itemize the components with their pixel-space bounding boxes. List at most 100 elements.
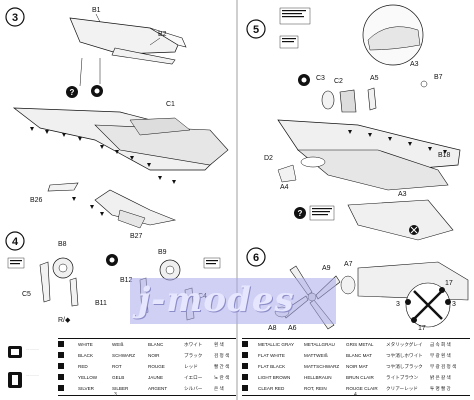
step-4-number: 4: [12, 236, 19, 248]
legend-row: RED ROT ROUGE レッド 빨 간 색: [58, 361, 236, 371]
part-label-c1: C1: [166, 101, 175, 108]
legend-row: LIGHT BROWN HELLBRAUN BRUN CLAIR ライトブラウン…: [242, 372, 470, 382]
part-label-a3-detail: A3: [398, 191, 407, 198]
legend-color-jp: つや消しホワイト: [386, 353, 423, 358]
legend-color-en: SILVER: [78, 386, 94, 391]
legend-color-kr: 흰 색: [214, 342, 224, 347]
legend-color-en: BLACK: [78, 353, 94, 358]
paint-swatch: [242, 363, 248, 369]
legend-row: FLAT WHITE MATTWEIß BLANC MAT つや消しホワイト 무…: [242, 350, 470, 360]
legend-color-kr: 무 광 검 정 색: [430, 364, 457, 369]
legend-color-jp: イエロー: [184, 375, 203, 380]
legend-color-kr: 금 속 회 색: [430, 342, 451, 347]
legend-color-jp: シルバー: [184, 386, 203, 391]
part-label-a6: A6: [288, 325, 297, 332]
gear-door-c5: [39, 261, 51, 303]
tail-assembly: [94, 189, 177, 226]
legend-color-fr: NOIR: [148, 353, 160, 358]
part-label-c2: C2: [334, 78, 343, 85]
part-label-b27: B27: [130, 233, 143, 240]
part-label-c3: C3: [316, 75, 325, 82]
site-watermark: j-modes: [130, 278, 336, 324]
tail-part-b27: [117, 209, 146, 229]
legend-color-jp: レッド: [184, 364, 198, 369]
wing-flap-part: [111, 47, 176, 65]
legend-color-kr: 은 색: [214, 386, 224, 391]
part-label-b8: B8: [58, 241, 67, 248]
legend-color-de: GELB: [112, 375, 125, 380]
step-3-number: 3: [12, 12, 18, 24]
page-number-3: 3: [114, 392, 117, 398]
seat-part-c3: [321, 90, 335, 110]
legend-color-de: MATTSCHWARZ: [304, 364, 340, 369]
legend-color-de: ROT, REIN: [304, 386, 327, 391]
legend-color-jp: つや消しブラック: [386, 364, 423, 369]
part-label-b1: B1: [92, 7, 101, 14]
legend-color-kr: 밝 은 갈 색: [430, 375, 451, 380]
warning-question-icon: [66, 86, 78, 98]
wing-tip-part: [149, 27, 187, 48]
note-box-question: [309, 205, 335, 221]
warning-question-icon-2: [294, 207, 306, 219]
instruction-page-3: 3 B1 B2 C1 ? B26 B27: [0, 0, 236, 400]
glue-point-markers-right: [348, 130, 447, 154]
stick-part-a5: [367, 87, 377, 111]
legend-color-kr: 무 광 흰 색: [430, 353, 451, 358]
legend-color-de: WEIß: [112, 342, 124, 347]
part-label-b11: B11: [95, 300, 107, 307]
paint-swatch: [58, 363, 64, 369]
part-label-b26: B26: [30, 197, 43, 204]
part-label-a4: A4: [280, 184, 289, 191]
spinner-a7: [340, 275, 356, 295]
wing-root: [297, 149, 449, 191]
paint-callout-17b: 17: [418, 325, 426, 332]
legend-color-en: METALLIC GRAY: [258, 342, 295, 347]
left-right-mark: R/◆: [58, 317, 71, 324]
part-a4: [277, 164, 297, 183]
legend-color-jp: クリアーレッド: [386, 386, 418, 391]
legend-color-fr: ROUGE: [148, 364, 165, 369]
svg-text:?: ?: [70, 88, 75, 97]
cockpit-area: [129, 117, 191, 136]
paint-swatch: [58, 341, 64, 347]
legend-color-fr: BRUN CLAIR: [346, 375, 374, 380]
page-number-4: 4: [354, 392, 357, 398]
part-label-d2: D2: [264, 155, 273, 162]
legend-color-kr: 투 명 빨 강: [430, 386, 451, 391]
legend-color-en: WHITE: [78, 342, 93, 347]
step-6-number: 6: [253, 252, 259, 264]
legend-row: METALLIC GRAY METALLGRAU GRIS METAL メタリッ…: [242, 339, 470, 349]
paint-swatch: [242, 352, 248, 358]
legend-color-kr: 빨 간 색: [214, 364, 230, 369]
gear-leg-b11: [69, 277, 79, 307]
legend-color-jp: メタリックグレイ: [386, 342, 423, 347]
legend-color-fr: BLANC MAT: [346, 353, 372, 358]
legend-color-en: RED: [78, 364, 88, 369]
page-gutter: [236, 0, 238, 400]
part-label-b7: B7: [434, 74, 443, 81]
paint-callout-3b: 3: [452, 301, 456, 308]
canopy-detail: [347, 199, 454, 241]
legend-color-fr: ROUGE CLAIR: [346, 386, 378, 391]
legend-color-de: SCHWARZ: [112, 353, 136, 358]
paint-swatch: [58, 374, 64, 380]
paint-swatch: [58, 352, 64, 358]
legend-color-jp: ホワイト: [184, 342, 203, 347]
legend-color-kr: 검 정 색: [214, 353, 230, 358]
legend-color-fr: GRIS METAL: [346, 342, 374, 347]
paint-legend-left: WHITE WEIß BLANC ホワイト 흰 색 BLACK SCHWARZ …: [58, 338, 236, 396]
legend-color-fr: JAUNE: [148, 375, 164, 380]
fuselage: [94, 124, 229, 166]
legend-color-en: LIGHT BROWN: [258, 375, 291, 380]
svg-text:···· ···· ·····: ···· ···· ·····: [26, 374, 39, 377]
part-label-a3: A3: [410, 61, 419, 68]
legend-color-de: METALLGRAU: [304, 342, 335, 347]
step-5-number: 5: [253, 24, 259, 36]
legend-row: WHITE WEIß BLANC ホワイト 흰 색: [58, 339, 236, 349]
paint-swatch: [242, 374, 248, 380]
svg-text:?: ?: [298, 209, 303, 218]
glue-point-markers: [30, 127, 176, 184]
legend-color-en: FLAT BLACK: [258, 364, 286, 369]
paint-legend-right: METALLIC GRAY METALLGRAU GRIS METAL メタリッ…: [242, 338, 470, 396]
page-3-drawing: 3 B1 B2 C1 ? B26 B27: [5, 7, 229, 388]
